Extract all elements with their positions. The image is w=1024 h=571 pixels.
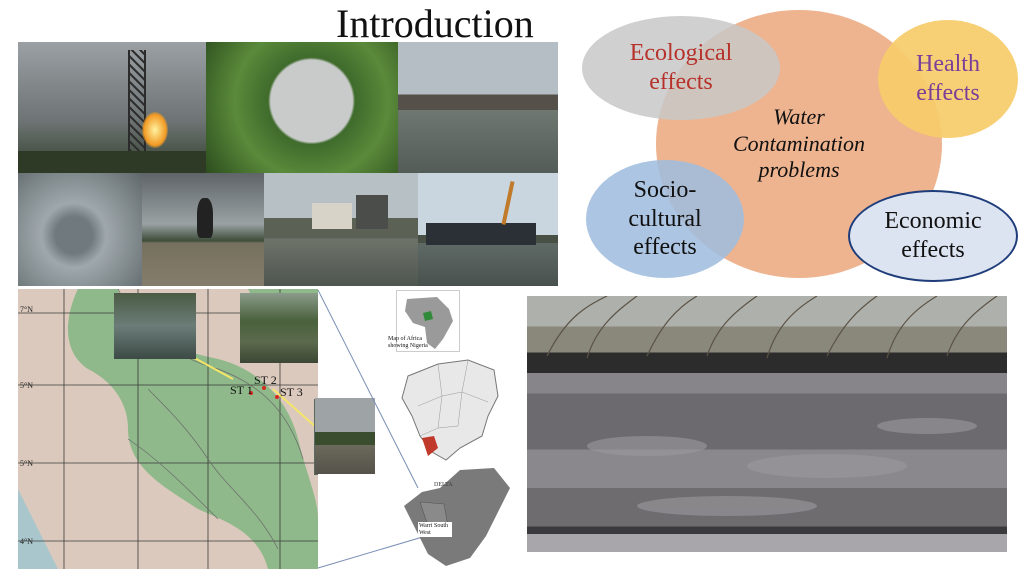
photo-industrial-shore — [264, 173, 418, 286]
ecological-text: Ecological effects — [629, 40, 733, 95]
lat-label-3: 5°N — [20, 459, 33, 468]
nigeria-map — [401, 359, 499, 461]
socio-text: Socio-cultural effects — [628, 176, 702, 261]
inset-photo-river-banks — [315, 398, 375, 474]
photo-oil-sheen-water — [18, 173, 142, 286]
lat-label-2: 5°N — [20, 381, 33, 390]
center-bubble-text: Water Contamination problems — [732, 104, 865, 183]
photo-drilling-rig-flare — [18, 42, 206, 173]
health-text: Health effects — [916, 51, 980, 106]
warri-label: Warri South West — [418, 522, 452, 538]
inset-photo-creek-1 — [114, 293, 196, 359]
lat-label-1: 7°N — [20, 305, 33, 314]
station-label-st1: ST 1 — [230, 383, 253, 397]
delta-label: DELTA — [434, 482, 453, 488]
study-area-map: 7°N 5°N 5°N 4°N ST 1 ST 2 ST 3 — [18, 289, 318, 569]
photo-smoke-plume — [142, 173, 264, 286]
station-label-st3: ST 3 — [280, 385, 303, 399]
africa-label: Map of Africa showing Nigeria — [388, 336, 428, 349]
africa-inset-map — [396, 290, 460, 352]
slide-title: Introduction — [336, 1, 534, 46]
bubble-ecological-effects: Ecological effects — [582, 16, 780, 120]
economic-text: Economic effects — [884, 208, 982, 263]
lat-label-4: 4°N — [20, 537, 33, 546]
photo-oil-polluted-mangrove — [527, 296, 1007, 552]
delta-state-map — [404, 468, 510, 566]
bubble-economic-effects: Economic effects — [848, 190, 1018, 282]
africa-shape — [405, 297, 453, 349]
connector-lines — [317, 290, 427, 569]
mangrove-roots — [546, 296, 998, 516]
photo-oiled-vegetation — [206, 42, 398, 173]
bubble-health-effects: Health effects — [878, 20, 1018, 138]
photo-riverside-settlement — [398, 42, 558, 173]
inset-photo-mangrove-1 — [240, 293, 318, 363]
station-label-st2: ST 2 — [254, 373, 277, 387]
bubble-socio-cultural-effects: Socio-cultural effects — [586, 160, 744, 278]
photo-barge-vessel — [418, 173, 558, 286]
